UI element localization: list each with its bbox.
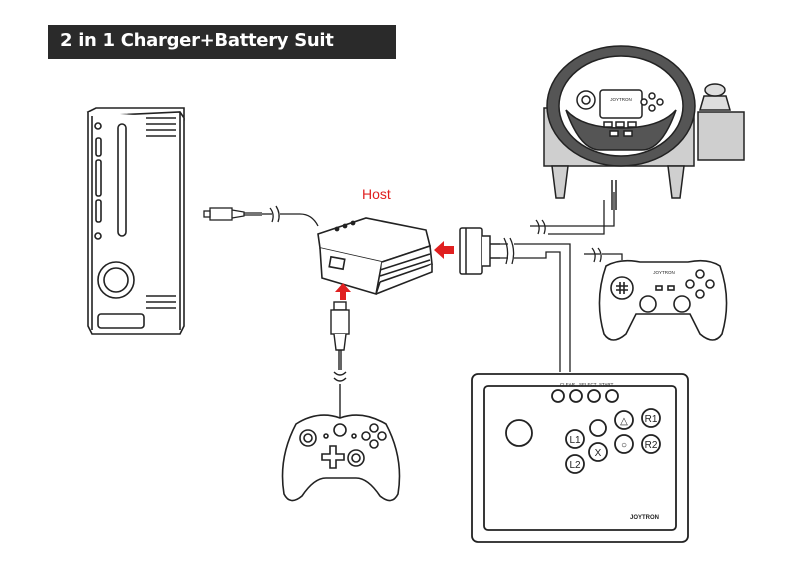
arcade-r2-label: R2 [645,440,658,451]
arcade-x-label: X [595,448,602,459]
arcade-r1-label: R1 [645,414,658,425]
playstation-gamepad-icon: JOYTRON [598,259,728,341]
host-adapter-icon [317,217,433,296]
red-arrow-icon [434,241,454,259]
banner-title: 2 in 1 Charger+Battery Suit [60,30,334,51]
arcade-face-labels: △ R1 L1 ○ R2 X L2 [569,414,657,471]
xbox-gamepad-icon [281,414,401,502]
arcade-brand: JOYTRON [630,515,659,521]
wheel-brand: JOYTRON [610,97,632,102]
arcade-select-label: SELECT [579,382,597,387]
adapter-to-devices-cable [500,192,623,372]
title-banner: 2 in 1 Charger+Battery Suit [48,25,396,59]
arcade-circle-label: ○ [621,440,627,451]
xbox-360-console-icon [86,107,185,335]
arcade-triangle-label: △ [620,416,628,427]
ps-controller-brand: JOYTRON [653,270,675,275]
red-arrow-icon [335,283,351,300]
host-label: Host [362,186,391,202]
usb-plug-icon [330,301,350,420]
usb-plug-icon [203,207,262,221]
arcade-l2-label: L2 [569,460,581,471]
arcade-clear-label: CLEAR [560,382,576,387]
arcade-l1-label: L1 [569,435,581,446]
steering-wheel-icon: JOYTRON [543,45,745,210]
arcade-stick-icon [471,373,689,543]
arcade-top-labels: CLEAR SELECT START [560,382,614,387]
console-usb-cable [203,205,319,227]
adapter-plug-icon [459,227,500,275]
arcade-start-label: START [599,382,614,387]
